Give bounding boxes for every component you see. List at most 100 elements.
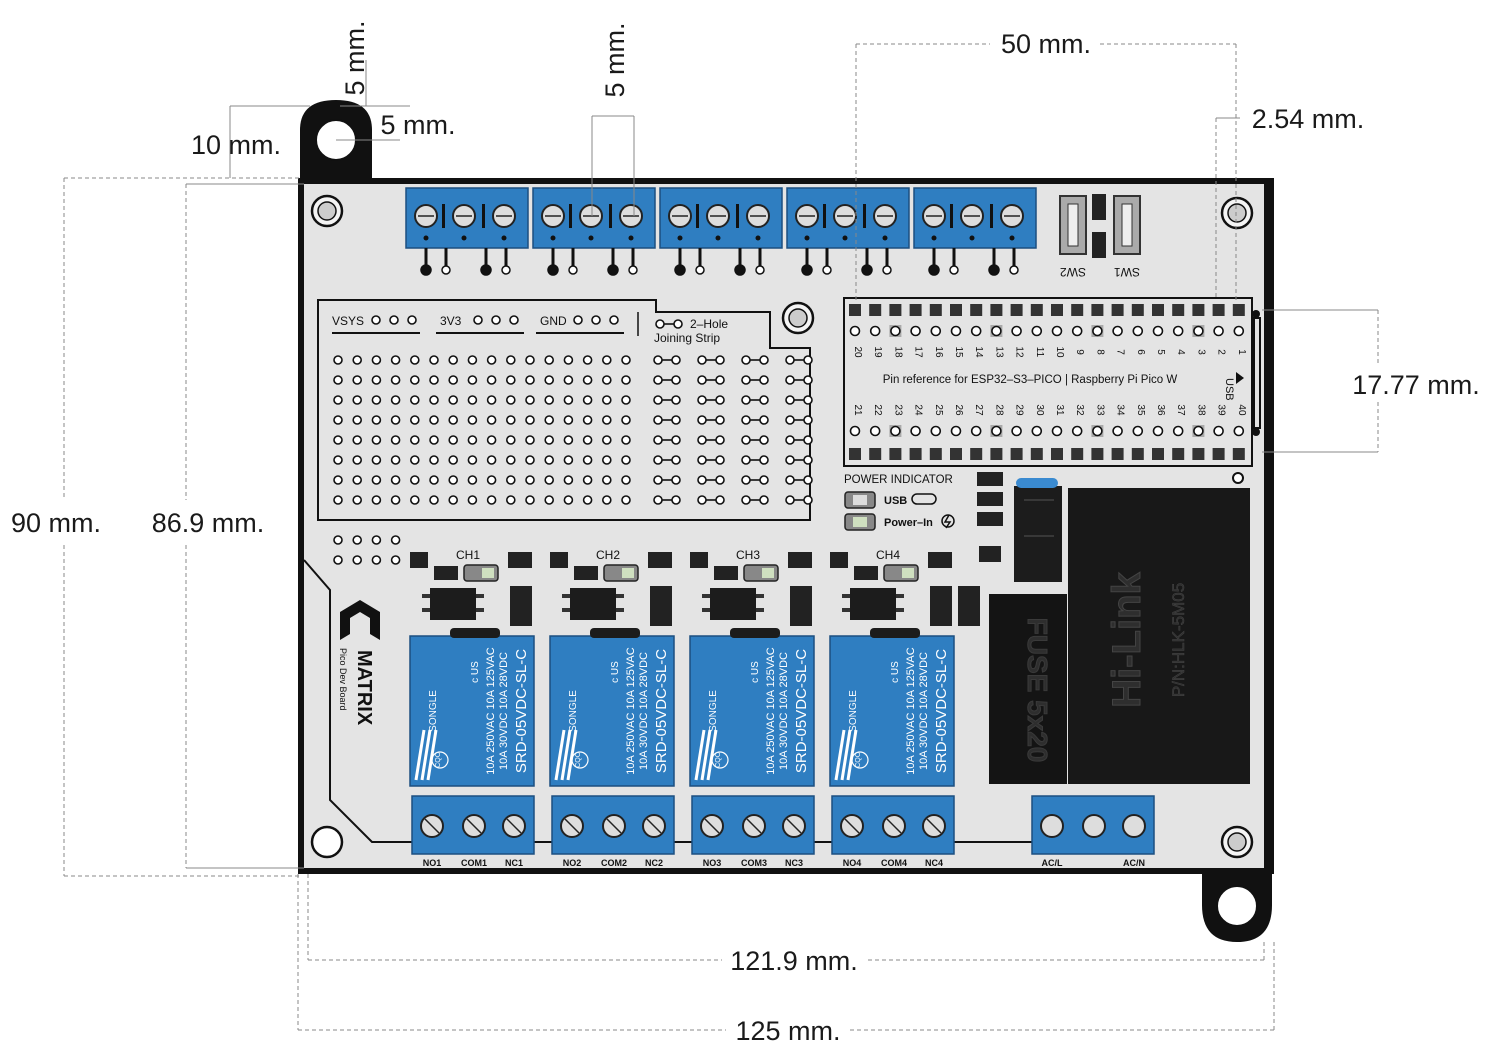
relay-terminal-label: NC2 xyxy=(645,858,663,868)
pin-number-bottom: 26 xyxy=(953,404,964,416)
dim-header-row-gap: 17.77 mm. xyxy=(1352,370,1480,400)
relay-model: SRD-05VDC-SL-C xyxy=(933,649,950,773)
ac-label-n: AC/N xyxy=(1123,858,1145,868)
relay-terminal-label: COM3 xyxy=(741,858,767,868)
psu-part: P/N:HLK-5M05 xyxy=(1169,583,1188,697)
dim-tab-hole-h: 5 mm. xyxy=(380,110,455,140)
dim-terminal-pitch: 5 mm. xyxy=(600,22,630,97)
dim-header-span: 50 mm. xyxy=(1001,29,1091,59)
pin-number-top: 9 xyxy=(1074,349,1085,355)
relay-model: SRD-05VDC-SL-C xyxy=(513,649,530,773)
relay-cert: c US xyxy=(750,661,761,683)
pin-number-top: 5 xyxy=(1155,349,1166,355)
pin-number-bottom: 32 xyxy=(1074,404,1085,416)
relay-terminal-label: COM2 xyxy=(601,858,627,868)
fuse-label: FUSE 5x20 xyxy=(1022,618,1053,763)
relay-brand: SONGLE xyxy=(708,690,719,732)
top-terminal-block xyxy=(405,187,529,276)
pin-number-bottom: 37 xyxy=(1175,404,1186,416)
pin-number-bottom: 28 xyxy=(993,404,1004,416)
power-in-label: Power–In xyxy=(884,517,933,529)
pin-number-bottom: 22 xyxy=(872,404,883,416)
relay-cert: c US xyxy=(890,661,901,683)
top-terminal-block xyxy=(532,187,656,276)
relay-cert: c US xyxy=(470,661,481,683)
relay-terminal-label: NC3 xyxy=(785,858,803,868)
bus-label-3v3: 3V3 xyxy=(440,314,462,328)
dim-width-total: 125 mm. xyxy=(735,1016,840,1046)
pin-number-bottom: 31 xyxy=(1054,404,1065,416)
dimension-labels: 90 mm. 86.9 mm. 10 mm. 5 mm. 5 mm. 5 mm.… xyxy=(11,20,1480,1046)
dim-tab-offset: 10 mm. xyxy=(191,130,281,160)
switch-label-sw1: SW1 xyxy=(1114,265,1140,279)
relay-rating-2: 10A 30VDC 10A 28VDC xyxy=(778,652,790,770)
relay-brand: SONGLE xyxy=(848,690,859,732)
pin-number-top: 14 xyxy=(973,346,984,358)
pin-number-top: 18 xyxy=(892,346,903,358)
pico-pins: 2021192218231724162515261427132812291130… xyxy=(849,304,1247,460)
pin-number-top: 11 xyxy=(1034,347,1045,358)
relay-brand: SONGLE xyxy=(568,690,579,732)
relay-terminal-label: NO2 xyxy=(563,858,582,868)
relay-rating-1: 10A 250VAC 10A 125VAC xyxy=(765,647,777,774)
power-indicator-title: POWER INDICATOR xyxy=(844,474,953,486)
pin-number-top: 6 xyxy=(1135,349,1146,355)
pin-number-bottom: 36 xyxy=(1155,404,1166,416)
top-terminal-blocks xyxy=(405,187,1037,276)
pin-number-top: 19 xyxy=(872,346,883,358)
relay-model: SRD-05VDC-SL-C xyxy=(793,649,810,773)
channel-label: CH2 xyxy=(596,548,620,562)
relay-cqc: CQC xyxy=(855,752,862,768)
relay-rating-1: 10A 250VAC 10A 125VAC xyxy=(485,647,497,774)
tactile-switches: SW2 SW1 xyxy=(1059,194,1141,279)
psu-brand: Hi-Link xyxy=(1105,571,1149,707)
pin-number-top: 16 xyxy=(933,346,944,358)
top-terminal-block xyxy=(786,187,910,276)
relay-model: SRD-05VDC-SL-C xyxy=(653,649,670,773)
switch-label-sw2: SW2 xyxy=(1060,265,1086,279)
dim-tab-hole-v: 5 mm. xyxy=(340,20,370,95)
relay-terminal-label: NO3 xyxy=(703,858,722,868)
pin-number-top: 10 xyxy=(1054,346,1065,358)
bus-label-vsys: VSYS xyxy=(332,314,364,328)
channel-label: CH4 xyxy=(876,548,900,562)
power-usb-label: USB xyxy=(884,495,907,507)
pin-number-top: 13 xyxy=(993,346,1004,358)
top-terminal-block xyxy=(913,187,1037,276)
pico-header: 2021192218231724162515261427132812291130… xyxy=(843,297,1261,467)
dimension-lines xyxy=(63,43,1379,1031)
pin-number-bottom: 33 xyxy=(1094,404,1105,416)
pin-number-top: 3 xyxy=(1195,349,1206,355)
relay-terminal-label: COM4 xyxy=(881,858,907,868)
pin-number-bottom: 29 xyxy=(1014,404,1025,416)
pin-number-top: 8 xyxy=(1094,349,1105,355)
bus-label-gnd: GND xyxy=(540,314,567,328)
pin-number-bottom: 30 xyxy=(1034,404,1045,416)
pin-number-top: 7 xyxy=(1115,349,1126,355)
pin-number-bottom: 40 xyxy=(1236,404,1247,416)
brand-wordmark: MATRIX xyxy=(353,650,375,726)
relay-cqc: CQC xyxy=(575,752,582,768)
relay-brand: SONGLE xyxy=(428,690,439,732)
relay-cqc: CQC xyxy=(435,752,442,768)
relay-rating-2: 10A 30VDC 10A 28VDC xyxy=(498,652,510,770)
dim-height-total: 90 mm. xyxy=(11,508,101,538)
pin-number-top: 17 xyxy=(913,346,924,358)
pin-number-bottom: 35 xyxy=(1135,404,1146,416)
dim-pin-pitch: 2.54 mm. xyxy=(1252,104,1365,134)
pin-number-top: 2 xyxy=(1216,349,1227,355)
brand-logo: MATRIX Pico Dev Board xyxy=(338,600,380,726)
pin-reference-label: Pin reference for ESP32–S3–PICO | Raspbe… xyxy=(883,374,1178,386)
ac-label-l: AC/L xyxy=(1042,858,1063,868)
pin-number-bottom: 27 xyxy=(973,404,984,416)
pin-number-bottom: 21 xyxy=(852,404,863,416)
power-section: FUSE 5x20 Hi-Link P/N:HLK-5M05 AC/L AC/N xyxy=(989,472,1250,868)
pin-number-top: 4 xyxy=(1175,349,1186,355)
pin-number-bottom: 39 xyxy=(1216,404,1227,416)
pin-number-top: 15 xyxy=(953,346,964,358)
relay-terminal-label: NO4 xyxy=(843,858,862,868)
